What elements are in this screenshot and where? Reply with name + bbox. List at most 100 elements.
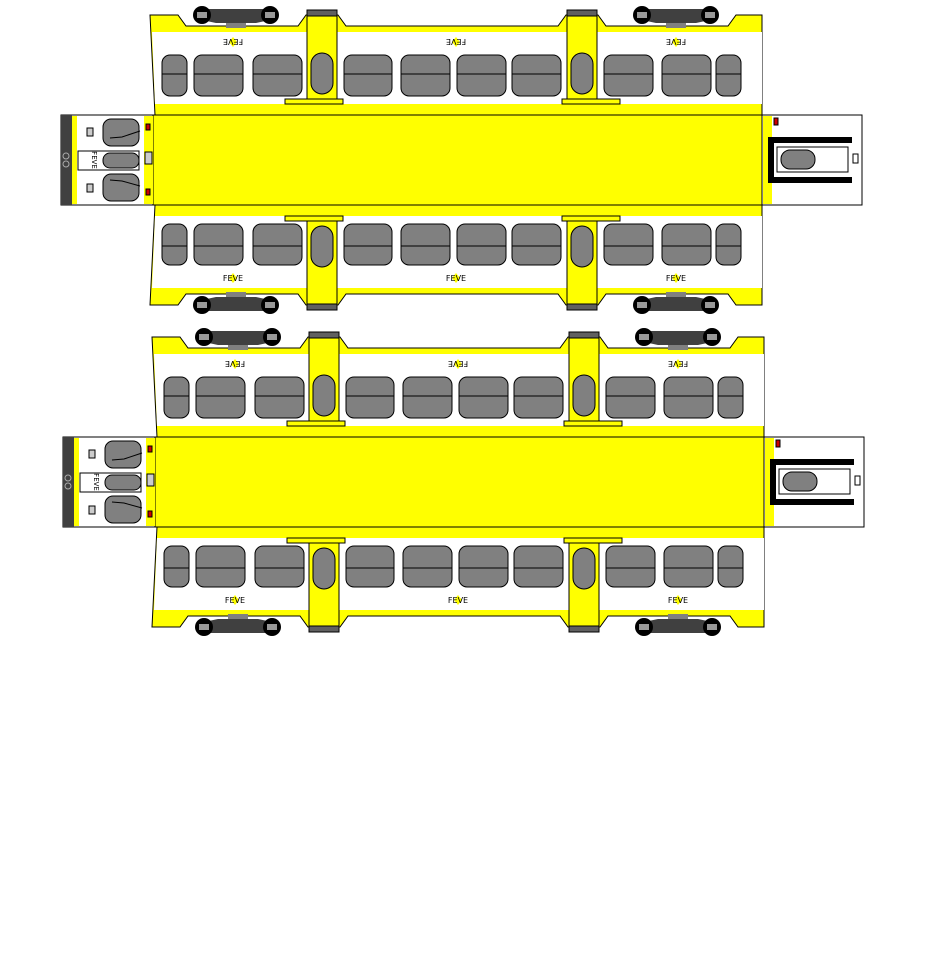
window xyxy=(605,545,656,588)
logo-diamond xyxy=(229,37,237,47)
bogie xyxy=(635,328,721,350)
bracket-bottom xyxy=(770,499,854,505)
feve-logo: FEVE xyxy=(666,273,686,283)
roof-panel xyxy=(154,436,765,528)
window xyxy=(195,376,246,419)
wheel-grille xyxy=(639,334,649,340)
window xyxy=(345,376,395,419)
wheel-grille xyxy=(707,334,717,340)
rear-yellow-edge xyxy=(765,438,774,526)
logo-text: FEVE xyxy=(668,359,688,368)
logo-text: FEVE xyxy=(668,596,688,605)
door-step-plate xyxy=(286,537,346,544)
window xyxy=(661,223,712,266)
bracket-side xyxy=(770,459,776,505)
door xyxy=(286,331,346,427)
wiper xyxy=(111,501,143,509)
rear-window xyxy=(780,149,816,170)
rear-yellow-edge xyxy=(763,116,772,204)
bogie xyxy=(195,328,281,350)
door xyxy=(561,215,621,311)
cab-window-top xyxy=(104,440,142,469)
door-step-plate xyxy=(561,98,621,105)
window xyxy=(513,376,564,419)
door-step-plate xyxy=(563,537,623,544)
bogie-frame xyxy=(204,619,272,633)
bogie-frame xyxy=(642,297,710,311)
cab-lamp xyxy=(86,127,94,137)
wheel-grille xyxy=(197,302,207,308)
door-threshold xyxy=(566,9,598,17)
window xyxy=(252,223,303,266)
logo-diamond xyxy=(454,359,462,369)
feve-logo: FEVE xyxy=(225,359,245,369)
window xyxy=(456,223,507,266)
feve-logo: FEVE xyxy=(668,595,688,605)
logo-diamond xyxy=(672,37,680,47)
headlamp xyxy=(62,160,70,168)
door-window xyxy=(572,374,596,417)
door-window xyxy=(572,547,596,590)
feve-logo: FEVE xyxy=(668,359,688,369)
feve-logo: FEVE xyxy=(666,37,686,47)
window xyxy=(603,54,654,97)
feve-logo: FEVE xyxy=(225,595,245,605)
window xyxy=(254,376,305,419)
bogie-frame xyxy=(202,297,270,311)
cab-end-left: FEVE xyxy=(60,114,154,206)
coupler xyxy=(144,151,153,165)
door xyxy=(284,9,344,105)
bogie xyxy=(193,292,279,314)
window xyxy=(456,54,507,97)
cab-window-bottom xyxy=(104,495,142,524)
window xyxy=(513,545,564,588)
side-panel-top xyxy=(151,328,765,438)
wheel-grille xyxy=(197,12,207,18)
bogie xyxy=(633,292,719,314)
window xyxy=(458,545,509,588)
cab-buffer-strip xyxy=(61,115,72,205)
window xyxy=(661,54,712,97)
bogie-frame xyxy=(644,331,712,345)
cab-buffer-strip xyxy=(63,437,74,527)
cab-lamp xyxy=(88,449,96,459)
logo-text: FEVE xyxy=(223,37,243,46)
window xyxy=(193,223,244,266)
wiper xyxy=(111,452,143,461)
cab-window-mid xyxy=(104,474,142,491)
logo-diamond xyxy=(454,595,462,605)
bogie-frame xyxy=(202,9,270,23)
wheel-grille xyxy=(705,302,715,308)
door-window xyxy=(310,52,334,95)
window xyxy=(717,545,744,588)
marker-light xyxy=(145,188,151,196)
logo-diamond xyxy=(674,595,682,605)
wheel-grille xyxy=(267,334,277,340)
logo-text: FEVE xyxy=(446,37,466,46)
window xyxy=(605,376,656,419)
window xyxy=(161,54,188,97)
window xyxy=(343,223,393,266)
marker-light xyxy=(147,445,153,453)
window xyxy=(458,376,509,419)
window xyxy=(511,54,562,97)
bracket-top xyxy=(768,137,852,143)
logo-diamond xyxy=(231,359,239,369)
logo-text-vertical: FEVE xyxy=(90,151,98,169)
cab-yellow-edge xyxy=(72,116,77,204)
wheel-grille xyxy=(707,624,717,630)
cab-end-right xyxy=(761,114,863,206)
door-step-plate xyxy=(284,98,344,105)
door-threshold xyxy=(308,625,340,633)
cab-window-top xyxy=(102,118,140,147)
logo-text: FEVE xyxy=(225,596,245,605)
window xyxy=(195,545,246,588)
feve-logo: FEVE xyxy=(448,359,468,369)
tail-light xyxy=(775,439,781,448)
window xyxy=(345,545,395,588)
bogie xyxy=(633,6,719,28)
door-threshold xyxy=(308,331,340,339)
window xyxy=(717,376,744,419)
